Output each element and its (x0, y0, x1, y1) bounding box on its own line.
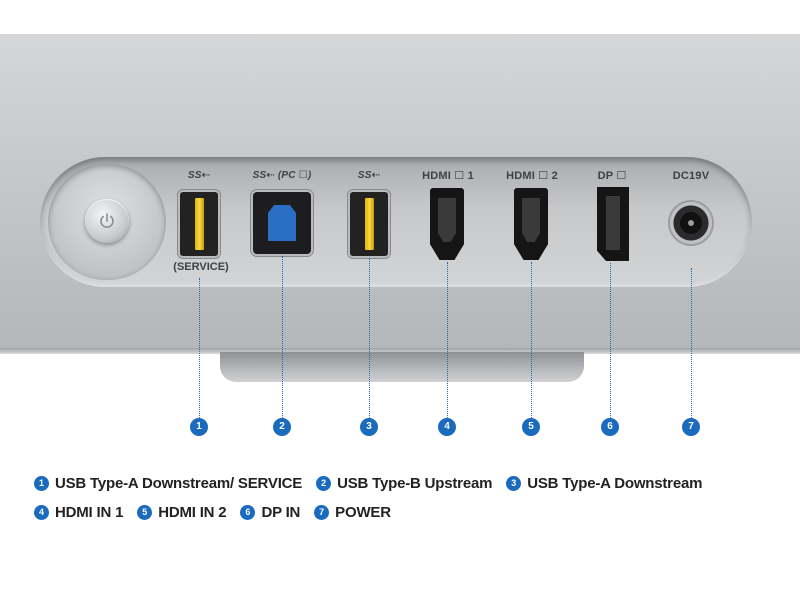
legend-number: 2 (316, 475, 332, 491)
callout-6: 6 (601, 418, 619, 436)
legend-label: POWER (335, 503, 391, 521)
legend-number: 1 (34, 475, 49, 491)
leader-line-7 (691, 268, 692, 418)
displayport-icon[interactable] (597, 187, 629, 261)
legend-label: USB Type-A Downstream (527, 474, 703, 492)
legend-row-2: 4 HDMI IN 1 5 HDMI IN 2 6 DP IN 7 POWER (34, 502, 405, 522)
port-label-4: HDMI ☐ 1 (422, 170, 474, 182)
legend-row-1: 1 USB Type-A Downstream/ SERVICE 2 USB T… (34, 473, 716, 493)
hdmi-port-icon[interactable] (514, 188, 548, 260)
legend-item: 4 HDMI IN 1 (34, 504, 123, 521)
legend-item: 3 USB Type-A Downstream (506, 475, 702, 492)
usb-a-port-icon[interactable] (180, 192, 218, 256)
legend-item: 7 POWER (314, 504, 391, 521)
panel-edge (0, 348, 800, 354)
port-label-2: SS⇠ (PC ☐) (252, 170, 312, 181)
callout-5: 5 (522, 418, 540, 436)
callout-3: 3 (360, 418, 378, 436)
leader-line-3 (369, 258, 370, 418)
legend-number: 5 (137, 504, 153, 520)
legend-label: HDMI IN 2 (158, 503, 227, 521)
usb-a-port-icon[interactable] (350, 192, 388, 256)
legend-number: 6 (240, 504, 256, 520)
leader-line-6 (610, 263, 611, 418)
legend-number: 7 (314, 504, 330, 520)
port-label-6: DP ☐ (597, 170, 627, 182)
legend-number: 4 (34, 504, 49, 520)
leader-line-2 (282, 256, 283, 418)
legend-label: DP IN (261, 503, 301, 521)
legend-label: USB Type-A Downstream/ SERVICE (55, 474, 303, 492)
leader-line-5 (531, 262, 532, 418)
legend-item: 1 USB Type-A Downstream/ SERVICE (34, 475, 302, 492)
leader-line-1 (199, 278, 200, 418)
port-sublabel-service: (SERVICE) (173, 261, 229, 273)
callout-1: 1 (190, 418, 208, 436)
port-label-3: SS⇠ (357, 170, 381, 181)
dc-power-jack-icon[interactable] (670, 202, 712, 244)
power-icon (100, 213, 114, 228)
leader-line-4 (447, 262, 448, 418)
legend-number: 3 (506, 475, 522, 491)
port-label-7: DC19V (672, 170, 710, 182)
callout-2: 2 (273, 418, 291, 436)
legend-item: 6 DP IN (240, 504, 300, 521)
power-button[interactable] (85, 199, 129, 243)
port-label-5: HDMI ☐ 2 (506, 170, 558, 182)
callout-4: 4 (438, 418, 456, 436)
legend-item: 2 USB Type-B Upstream (316, 475, 492, 492)
callout-7: 7 (682, 418, 700, 436)
legend-item: 5 HDMI IN 2 (137, 503, 227, 521)
legend-label: USB Type-B Upstream (337, 474, 493, 492)
usb-b-port-icon[interactable] (253, 192, 311, 254)
legend-label: HDMI IN 1 (55, 503, 124, 521)
port-label-1: SS⇠ (187, 170, 211, 181)
hdmi-port-icon[interactable] (430, 188, 464, 260)
stand-base (220, 352, 584, 382)
